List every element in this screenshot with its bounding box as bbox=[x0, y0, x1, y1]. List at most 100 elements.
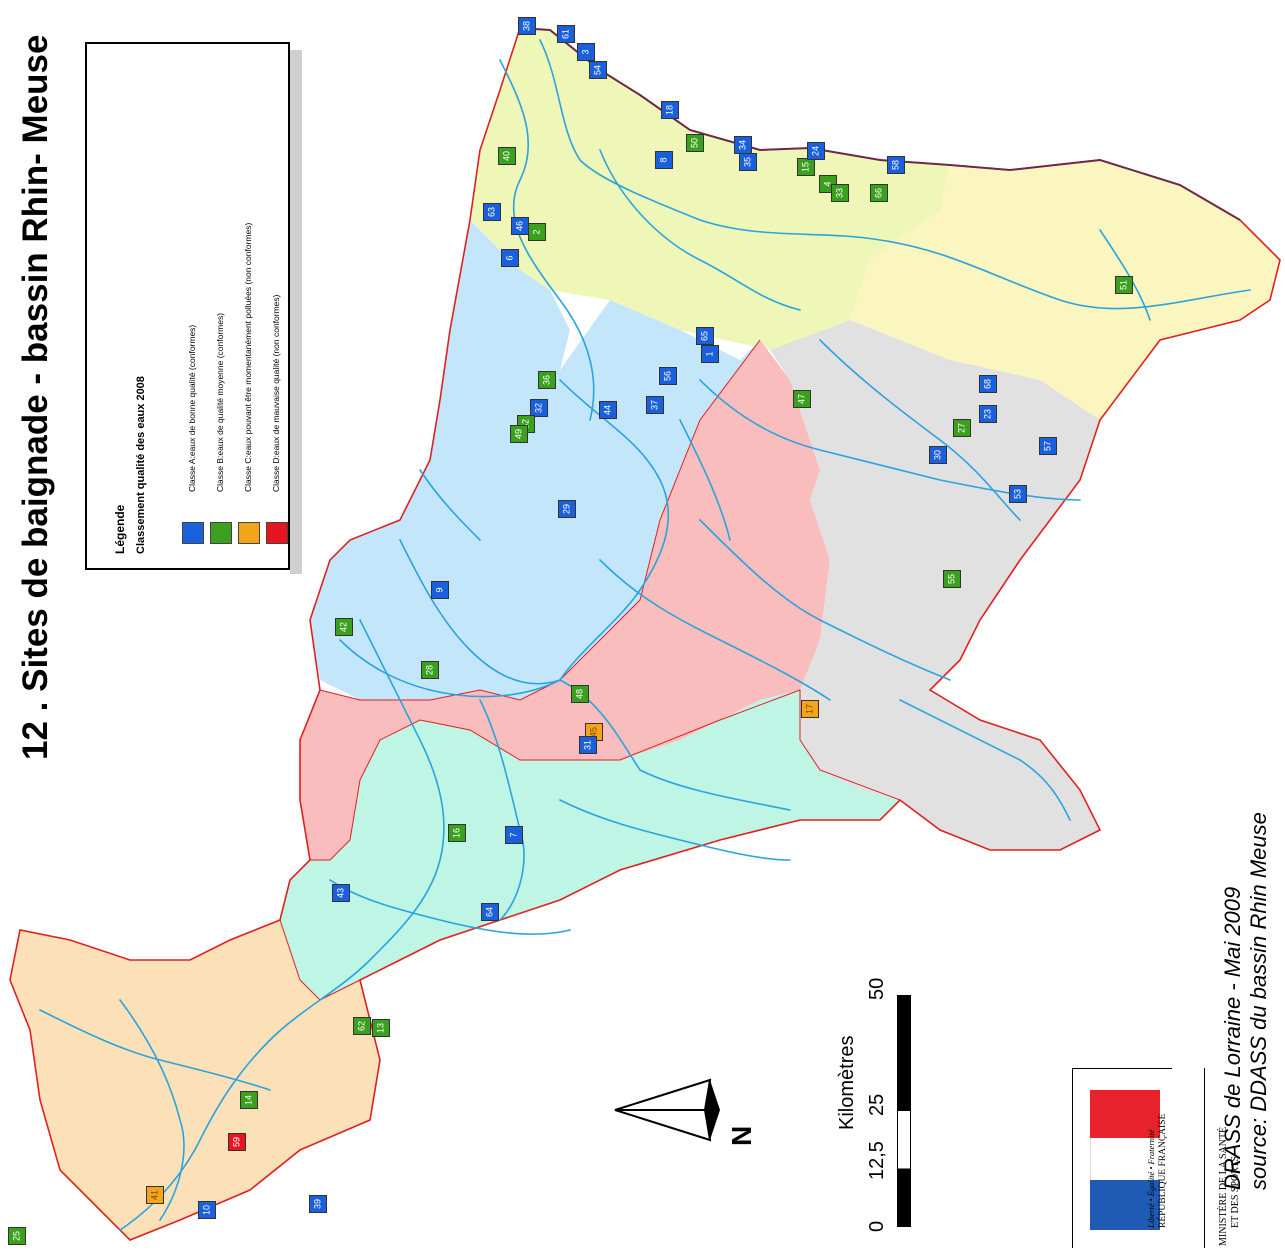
site-marker-28: 28 bbox=[421, 661, 439, 679]
site-marker-23: 23 bbox=[979, 405, 997, 423]
site-number: 62 bbox=[356, 1020, 367, 1032]
site-number: 15 bbox=[800, 161, 811, 173]
site-marker-53: 53 bbox=[1009, 485, 1027, 503]
legend-swatch-c bbox=[238, 522, 260, 544]
scale-tick-50: 50 bbox=[866, 977, 888, 1000]
logo-republic: RÉPUBLIQUE FRANÇAISE bbox=[1158, 1113, 1168, 1228]
site-marker-13: 13 bbox=[372, 1019, 390, 1037]
ministry-logo: Liberté • Égalité • Fraternité RÉPUBLIQU… bbox=[1072, 1068, 1282, 1248]
site-number: 10 bbox=[201, 1204, 212, 1216]
site-marker-30: 30 bbox=[929, 446, 947, 464]
site-marker-8: 8 bbox=[655, 151, 673, 169]
site-number: 43 bbox=[335, 887, 346, 899]
north-arrow-icon bbox=[614, 1078, 720, 1142]
site-marker-25: 25 bbox=[8, 1227, 26, 1245]
site-number: 31 bbox=[582, 739, 593, 751]
site-marker-27: 27 bbox=[953, 419, 971, 437]
site-marker-37: 37 bbox=[646, 396, 664, 414]
site-marker-7: 7 bbox=[505, 826, 523, 844]
site-number: 32 bbox=[533, 402, 544, 414]
logo-divider-left bbox=[1072, 1068, 1073, 1248]
scale-tick-25: 25 bbox=[866, 1093, 888, 1116]
site-marker-17: 17 bbox=[801, 700, 819, 718]
site-number: 47 bbox=[796, 393, 807, 405]
site-number: 54 bbox=[592, 64, 603, 76]
site-marker-14: 14 bbox=[240, 1091, 258, 1109]
site-marker-9: 9 bbox=[431, 581, 449, 599]
site-marker-58: 58 bbox=[887, 156, 905, 174]
site-number: 48 bbox=[574, 688, 585, 700]
site-number: 39 bbox=[312, 1198, 323, 1210]
site-marker-48: 48 bbox=[571, 685, 589, 703]
site-number: 1 bbox=[704, 351, 715, 357]
scale-tick-12-5: 12,5 bbox=[866, 1141, 888, 1180]
site-number: 8 bbox=[658, 157, 669, 163]
site-number: 25 bbox=[11, 1230, 22, 1242]
site-marker-49: 49 bbox=[510, 425, 528, 443]
site-number: 64 bbox=[484, 906, 495, 918]
legend-label-d: Classe D:eaux de mauvaise qualité (non c… bbox=[271, 294, 281, 493]
site-marker-56: 56 bbox=[659, 367, 677, 385]
site-marker-33: 33 bbox=[831, 184, 849, 202]
site-number: 9 bbox=[434, 587, 445, 593]
legend-label-a: Classe A:eaux de bonne qualité (conforme… bbox=[187, 324, 197, 492]
legend-shadow-right bbox=[290, 62, 302, 574]
legend: Légende Classement qualité des eaux 2008… bbox=[85, 42, 290, 570]
site-number: 57 bbox=[1042, 440, 1053, 452]
site-marker-31: 31 bbox=[579, 736, 597, 754]
site-marker-6: 6 bbox=[501, 249, 519, 267]
site-marker-38: 38 bbox=[518, 17, 536, 35]
site-number: 50 bbox=[689, 137, 700, 149]
scale-unit-label: Kilomètres bbox=[836, 1035, 858, 1130]
site-number: 23 bbox=[982, 408, 993, 420]
site-number: 29 bbox=[561, 503, 572, 515]
site-marker-68: 68 bbox=[979, 375, 997, 393]
site-number: 42 bbox=[338, 621, 349, 633]
site-number: 65 bbox=[699, 330, 710, 342]
site-marker-44: 44 bbox=[599, 401, 617, 419]
river-network bbox=[39, 39, 1251, 1231]
site-number: 63 bbox=[486, 206, 497, 218]
site-marker-10: 10 bbox=[198, 1201, 216, 1219]
site-marker-64: 64 bbox=[481, 903, 499, 921]
site-number: 59 bbox=[231, 1136, 242, 1148]
site-marker-57: 57 bbox=[1039, 437, 1057, 455]
site-marker-15: 15 bbox=[797, 158, 815, 176]
legend-subheading: Classement qualité des eaux 2008 bbox=[135, 376, 147, 554]
site-number: 56 bbox=[662, 370, 673, 382]
logo-divider-top bbox=[1072, 1068, 1172, 1069]
zone-east bbox=[850, 160, 1280, 420]
site-marker-16: 16 bbox=[448, 824, 466, 842]
scale-tick-0: 0 bbox=[866, 1220, 888, 1232]
site-marker-39: 39 bbox=[309, 1195, 327, 1213]
site-number: 44 bbox=[602, 404, 613, 416]
site-number: 49 bbox=[513, 428, 524, 440]
site-marker-50: 50 bbox=[686, 134, 704, 152]
site-number: 2 bbox=[531, 229, 542, 235]
site-number: 35 bbox=[742, 156, 753, 168]
site-number: 51 bbox=[1118, 279, 1129, 291]
site-number: 18 bbox=[664, 104, 675, 116]
site-marker-46: 46 bbox=[511, 217, 529, 235]
site-number: 24 bbox=[810, 145, 821, 157]
site-number: 46 bbox=[514, 220, 525, 232]
ministry-line-1: MINISTÈRE DE LA SANTÉ bbox=[1218, 1126, 1229, 1246]
site-marker-29: 29 bbox=[558, 500, 576, 518]
site-marker-41: 41 bbox=[146, 1186, 164, 1204]
site-marker-43: 43 bbox=[332, 884, 350, 902]
site-marker-66: 66 bbox=[870, 184, 888, 202]
site-number: 36 bbox=[541, 374, 552, 386]
site-marker-35: 35 bbox=[739, 153, 757, 171]
zone-south-east bbox=[770, 320, 1100, 850]
site-marker-32: 32 bbox=[530, 399, 548, 417]
legend-heading: Légende bbox=[113, 504, 127, 554]
site-number: 13 bbox=[375, 1022, 386, 1034]
map-title: 12 . Sites de baignade - bassin Rhin- Me… bbox=[16, 34, 55, 760]
site-marker-51: 51 bbox=[1115, 276, 1133, 294]
zone-centre bbox=[300, 340, 830, 860]
site-marker-3: 3 bbox=[577, 43, 595, 61]
logo-motto: Liberté • Égalité • Fraternité bbox=[1146, 1129, 1156, 1229]
site-marker-65: 65 bbox=[696, 327, 714, 345]
site-number: 61 bbox=[560, 28, 571, 40]
